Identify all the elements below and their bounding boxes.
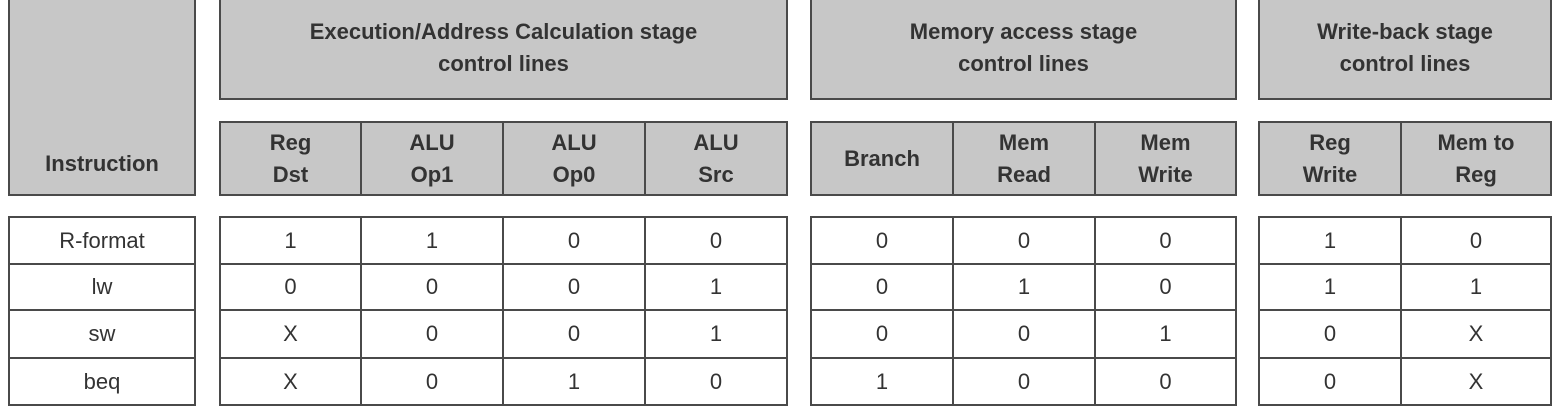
value-cell-mem-to-reg: 1 xyxy=(1400,263,1552,311)
value-cell-mem-to-reg: X xyxy=(1400,357,1552,406)
memory-stage-header: Memory access stage control lines xyxy=(810,0,1237,100)
column-header-reg-write: Reg Write xyxy=(1258,121,1402,196)
value-cell-reg-write: 0 xyxy=(1258,357,1402,406)
value-cell-mem-read: 1 xyxy=(952,263,1096,311)
value-cell-mem-write: 0 xyxy=(1094,216,1237,265)
value-cell-alu-src: 0 xyxy=(644,216,788,265)
value-cell-reg-dst: 1 xyxy=(219,216,362,265)
value-cell-alu-op0: 0 xyxy=(502,263,646,311)
execution-stage-header: Execution/Address Calculation stage cont… xyxy=(219,0,788,100)
instruction-cell: R-format xyxy=(8,216,196,265)
value-cell-alu-src: 1 xyxy=(644,309,788,359)
value-cell-mem-read: 0 xyxy=(952,216,1096,265)
instruction-header: Instruction xyxy=(8,0,196,196)
value-cell-mem-write: 0 xyxy=(1094,357,1237,406)
column-header-alu-src: ALU Src xyxy=(644,121,788,196)
column-header-mem-read: Mem Read xyxy=(952,121,1096,196)
value-cell-alu-op1: 0 xyxy=(360,309,504,359)
column-header-alu-op1: ALU Op1 xyxy=(360,121,504,196)
value-cell-branch: 0 xyxy=(810,216,954,265)
instruction-cell: lw xyxy=(8,263,196,311)
value-cell-reg-dst: 0 xyxy=(219,263,362,311)
value-cell-alu-op1: 0 xyxy=(360,357,504,406)
column-header-alu-op0: ALU Op0 xyxy=(502,121,646,196)
column-header-mem-to-reg: Mem to Reg xyxy=(1400,121,1552,196)
column-header-branch: Branch xyxy=(810,121,954,196)
value-cell-reg-dst: X xyxy=(219,309,362,359)
instruction-cell: sw xyxy=(8,309,196,359)
value-cell-alu-op0: 0 xyxy=(502,216,646,265)
value-cell-alu-src: 1 xyxy=(644,263,788,311)
value-cell-mem-write: 0 xyxy=(1094,263,1237,311)
value-cell-branch: 0 xyxy=(810,309,954,359)
column-header-reg-dst: Reg Dst xyxy=(219,121,362,196)
value-cell-alu-op0: 1 xyxy=(502,357,646,406)
value-cell-alu-op0: 0 xyxy=(502,309,646,359)
value-cell-mem-read: 0 xyxy=(952,357,1096,406)
value-cell-reg-write: 1 xyxy=(1258,216,1402,265)
value-cell-mem-to-reg: 0 xyxy=(1400,216,1552,265)
value-cell-reg-write: 1 xyxy=(1258,263,1402,311)
value-cell-reg-dst: X xyxy=(219,357,362,406)
value-cell-branch: 0 xyxy=(810,263,954,311)
instruction-cell: beq xyxy=(8,357,196,406)
value-cell-mem-write: 1 xyxy=(1094,309,1237,359)
column-header-mem-write: Mem Write xyxy=(1094,121,1237,196)
writeback-stage-header: Write-back stage control lines xyxy=(1258,0,1552,100)
value-cell-alu-op1: 1 xyxy=(360,216,504,265)
value-cell-mem-to-reg: X xyxy=(1400,309,1552,359)
value-cell-branch: 1 xyxy=(810,357,954,406)
value-cell-alu-op1: 0 xyxy=(360,263,504,311)
value-cell-mem-read: 0 xyxy=(952,309,1096,359)
value-cell-reg-write: 0 xyxy=(1258,309,1402,359)
value-cell-alu-src: 0 xyxy=(644,357,788,406)
